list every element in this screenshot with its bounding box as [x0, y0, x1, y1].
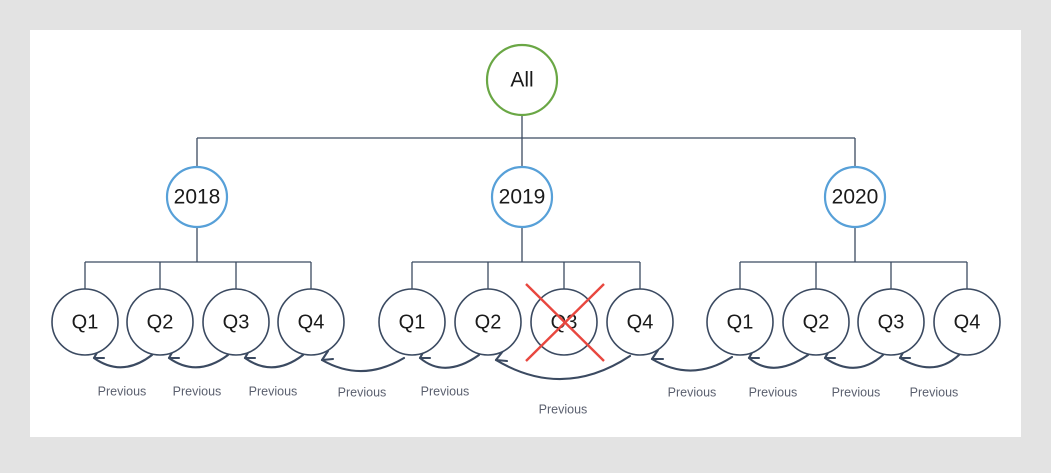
node-q-2020-q4-circle[interactable]: [933, 288, 1001, 356]
previous-arrow-4: [320, 349, 406, 373]
node-q-2019-q4-circle[interactable]: [606, 288, 674, 356]
previous-arrow-7: [650, 348, 734, 372]
node-q-2018-q3-label: Q3: [223, 311, 250, 333]
previous-arrow-8: [747, 347, 810, 369]
connector-group-root: [196, 115, 856, 167]
node-q-2019-q4-label: Q4: [627, 311, 654, 333]
connector-group-2019: [411, 227, 641, 289]
previous-label-4: Previous: [338, 385, 387, 399]
node-year-2019[interactable]: 2019: [490, 165, 554, 229]
node-q-2019-q2-circle[interactable]: [454, 288, 522, 356]
previous-arrow-9: [823, 347, 885, 369]
previous-label-8: Previous: [749, 385, 798, 399]
node-year-2018[interactable]: 2018: [165, 165, 229, 229]
connector-group-2018: [84, 227, 312, 289]
node-q-2018-q3[interactable]: Q3: [202, 288, 270, 356]
previous-label-3: Previous: [249, 384, 298, 398]
previous-label-10: Previous: [910, 385, 959, 399]
node-q-2018-q1-label: Q1: [72, 311, 99, 333]
previous-arrow-5: [418, 347, 481, 369]
node-year-2020[interactable]: 2020: [823, 165, 887, 229]
node-q-2019-q1[interactable]: Q1: [378, 288, 446, 356]
previous-label-7: Previous: [668, 385, 717, 399]
node-all-circle[interactable]: [485, 43, 559, 117]
node-q-2019-q1-circle[interactable]: [378, 288, 446, 356]
node-q-2020-q1-label: Q1: [727, 311, 754, 333]
node-q-2020-q4[interactable]: Q4: [933, 288, 1001, 356]
node-q-2018-q3-circle[interactable]: [202, 288, 270, 356]
previous-label-6: Previous: [539, 402, 588, 416]
node-all[interactable]: All: [485, 43, 559, 117]
node-q-2018-q2[interactable]: Q2: [126, 288, 194, 356]
node-q-2020-q4-label: Q4: [954, 311, 981, 333]
node-year-2018-circle[interactable]: [165, 165, 229, 229]
node-q-2018-q1[interactable]: Q1: [51, 288, 119, 356]
previous-arrow-2: [167, 347, 230, 369]
previous-label-1: Previous: [98, 384, 147, 398]
previous-label-group: Previous Previous Previous Previous Prev…: [98, 384, 959, 416]
node-year-2019-label: 2019: [499, 186, 546, 209]
previous-label-5: Previous: [421, 384, 470, 398]
node-q-2019-q2-label: Q2: [475, 311, 502, 333]
node-q-2019-q1-label: Q1: [399, 311, 426, 333]
node-q-2018-q2-circle[interactable]: [126, 288, 194, 356]
node-q-2020-q2-circle[interactable]: [782, 288, 850, 356]
node-q-2020-q3[interactable]: Q3: [857, 288, 925, 356]
node-q-2019-q3[interactable]: Q3: [525, 283, 605, 362]
node-q-2018-q4-circle[interactable]: [277, 288, 345, 356]
cross-out-icon: [525, 283, 605, 362]
previous-label-2: Previous: [173, 384, 222, 398]
node-q-2019-q2[interactable]: Q2: [454, 288, 522, 356]
node-q-2019-q4[interactable]: Q4: [606, 288, 674, 356]
node-q-2020-q3-circle[interactable]: [857, 288, 925, 356]
node-q-2018-q1-circle[interactable]: [51, 288, 119, 356]
node-q-2020-q2-label: Q2: [803, 311, 830, 333]
node-year-2020-circle[interactable]: [823, 165, 887, 229]
node-year-2019-circle[interactable]: [490, 165, 554, 229]
node-year-2018-label: 2018: [174, 186, 221, 209]
node-q-2020-q1[interactable]: Q1: [706, 288, 774, 356]
previous-arrow-1: [92, 347, 154, 369]
previous-arrow-group: [92, 347, 961, 381]
previous-arrow-3: [243, 347, 305, 369]
connector-group-2020: [739, 227, 968, 289]
node-q-2018-q2-label: Q2: [147, 311, 174, 333]
node-q-2018-q4-label: Q4: [298, 311, 325, 333]
previous-label-9: Previous: [832, 385, 881, 399]
previous-arrow-10: [898, 347, 961, 369]
node-q-2020-q2[interactable]: Q2: [782, 288, 850, 356]
node-all-label: All: [510, 69, 533, 92]
node-year-2020-label: 2020: [832, 186, 879, 209]
node-q-2020-q1-circle[interactable]: [706, 288, 774, 356]
node-q-2020-q3-label: Q3: [878, 311, 905, 333]
node-q-2018-q4[interactable]: Q4: [277, 288, 345, 356]
